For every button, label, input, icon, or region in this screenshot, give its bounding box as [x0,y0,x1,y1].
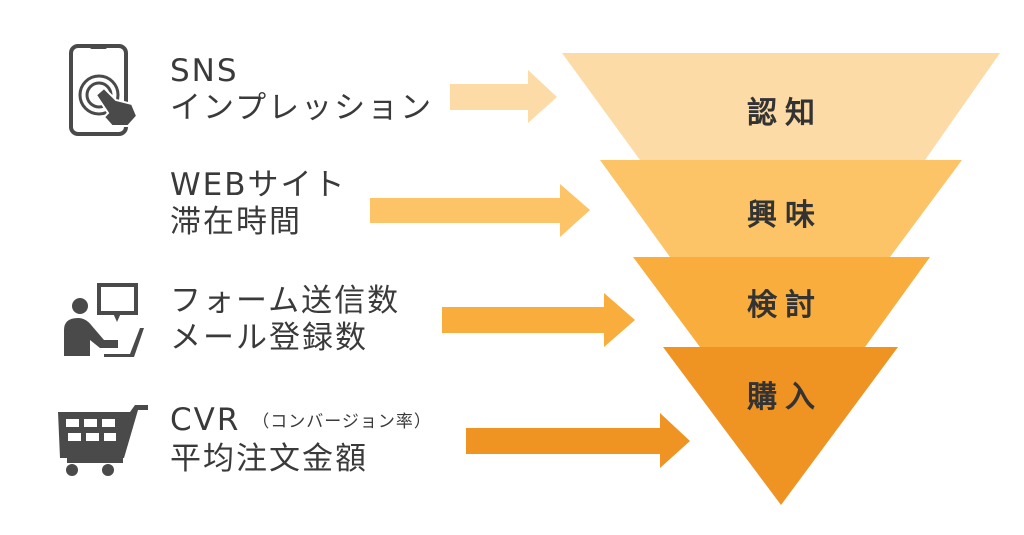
metric-sns: SNS インプレッション [170,53,433,127]
metric-cvr-line1: CVR （コンバージョン率） [170,402,432,441]
smartphone-tap-icon [69,44,139,136]
funnel-layer-purchase [663,347,898,505]
metric-cvr-line1-main: CVR [170,402,241,438]
funnel-layer-interest [600,160,962,257]
arrow-cvr [466,413,690,468]
metric-website: WEBサイト 滞在時間 [170,167,347,241]
metric-form: フォーム送信数 メール登録数 [170,283,400,357]
metric-form-line1: フォーム送信数 [170,283,401,319]
metric-cvr-line2: 平均注文金額 [170,441,368,477]
metric-website-line2: 滞在時間 [170,204,302,240]
stage-label-purchase: 購入 [747,380,823,415]
metric-form-line2: メール登録数 [170,320,368,356]
stage-label-interest: 興味 [747,198,823,233]
stage-label-consideration: 検討 [747,288,823,323]
person-laptop-chat-icon [64,283,144,357]
funnel-layer-awareness [562,53,1000,160]
metric-sns-line2: インプレッション [170,90,434,126]
arrow-form [442,293,635,347]
arrow-sns [450,70,557,123]
metric-sns-line1: SNS [170,53,239,89]
metric-cvr: CVR （コンバージョン率） 平均注文金額 [170,402,432,478]
metric-website-line1: WEBサイト [170,167,347,203]
funnel-layer-consideration [633,257,930,347]
stage-label-awareness: 認知 [747,96,823,131]
metric-cvr-line1-sub: （コンバージョン率） [252,412,432,432]
shopping-cart-icon [58,405,148,476]
arrow-website [370,184,590,237]
